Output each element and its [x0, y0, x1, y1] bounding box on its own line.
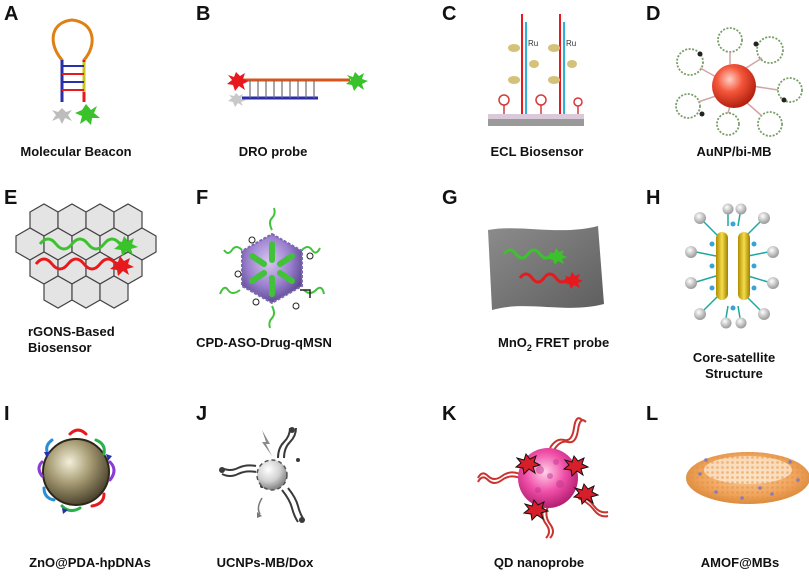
panel-e: E rGONS-Based Biosensor — [4, 187, 157, 355]
panel-letter-a: A — [4, 3, 18, 25]
panel-letter-c: C — [442, 3, 456, 25]
panel-caption-h-line2: Structure — [705, 366, 763, 381]
panel-b: B DRO probe — [196, 3, 368, 159]
zno-pda-nanoparticle-icon — [37, 428, 116, 514]
panel-letter-g: G — [442, 187, 458, 209]
core-satellite-icon — [685, 203, 779, 329]
panel-caption-d: AuNP/bi-MB — [696, 144, 771, 159]
panel-caption-l: AMOF@MBs — [701, 555, 779, 570]
panel-letter-d: D — [646, 3, 660, 25]
panel-letter-b: B — [196, 3, 210, 25]
panel-caption-e-line1: rGONS-Based — [28, 324, 115, 339]
panel-caption-f: CPD-ASO-Drug-qMSN — [196, 335, 332, 350]
molecular-beacon-icon — [51, 18, 100, 125]
green-probe-strand-icon — [38, 237, 122, 251]
green-probe-strand-icon — [502, 248, 554, 260]
svg-text:Ru: Ru — [566, 39, 576, 48]
panel-h: H Core-satell — [646, 187, 779, 381]
graphene-hexagon-icon — [15, 203, 157, 309]
panel-d: D AuNP/bi-MB — [646, 3, 803, 159]
panel-k: K QD nanoprobe — [442, 403, 609, 570]
panel-letter-e: E — [4, 187, 17, 209]
dro-probe-icon — [227, 72, 368, 107]
panel-l: L AMOF@MBs — [646, 403, 809, 570]
panel-caption-j: UCNPs-MB/Dox — [217, 555, 315, 570]
panel-caption-a: Molecular Beacon — [20, 144, 131, 159]
panel-caption-h-line1: Core-satellite — [693, 350, 775, 365]
panel-g: G MnO2 FRET probe — [442, 187, 609, 353]
panel-f: F CP — [196, 187, 332, 350]
mno2-nanosheet-icon — [488, 226, 604, 310]
panel-letter-i: I — [4, 403, 10, 425]
aunp-bi-mb-icon — [675, 27, 803, 137]
svg-text:Ru: Ru — [528, 39, 538, 48]
panel-a: A Molecular Beacon — [4, 3, 132, 159]
panel-j: J UCNPs-MB/Dox — [196, 403, 314, 570]
panel-caption-b: DRO probe — [239, 144, 308, 159]
red-probe-strand-icon — [34, 257, 118, 271]
panel-caption-c: ECL Biosensor — [491, 144, 584, 159]
panel-letter-k: K — [442, 403, 457, 425]
ucnp-nanoparticle-icon — [219, 427, 305, 523]
panel-caption-i: ZnO@PDA-hpDNAs — [29, 555, 151, 570]
ecl-biosensor-icon: Ru Ru — [488, 14, 584, 126]
panel-letter-f: F — [196, 187, 208, 209]
red-probe-strand-icon — [518, 272, 570, 284]
panel-c: C Ru Ru ECL Biosensor — [442, 3, 584, 159]
panel-caption-k: QD nanoprobe — [494, 555, 584, 570]
panel-letter-l: L — [646, 403, 658, 425]
panel-letter-j: J — [196, 403, 207, 425]
amof-nanosheet-icon — [686, 452, 809, 504]
qmsn-nanoparticle-icon — [219, 207, 325, 329]
quantum-dot-icon — [477, 417, 609, 539]
panel-letter-h: H — [646, 187, 660, 209]
panel-caption-e-line2: Biosensor — [28, 340, 92, 355]
panel-caption-g-main: MnO2 FRET probe — [498, 335, 609, 353]
panel-i: I ZnO@PDA-hpDNAs — [4, 403, 151, 570]
